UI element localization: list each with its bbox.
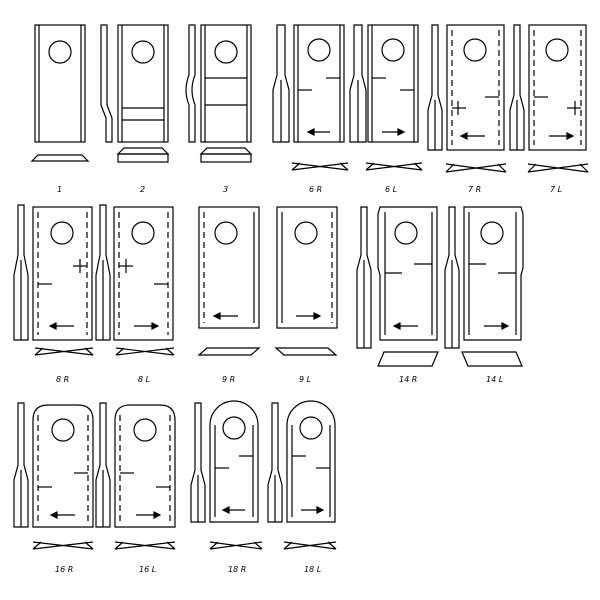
blade-label-16R: 16 R: [55, 565, 73, 574]
blade-8R: 8 R: [13, 204, 94, 384]
blade-16R: 16 R: [13, 402, 94, 574]
blade-6R: 6 R: [272, 24, 349, 194]
blade-14L: 14 L: [444, 206, 524, 384]
blade-3: 3: [185, 24, 253, 194]
blade-label-16L: 16 L: [139, 565, 156, 574]
blade-9R: 9 R: [197, 206, 261, 384]
blade-label-9L: 9 L: [299, 375, 311, 384]
blade-label-9R: 9 R: [222, 375, 235, 384]
blade-2: 2: [100, 24, 170, 194]
blade-label-8L: 8 L: [138, 375, 150, 384]
blade-6L: 6 L: [349, 24, 423, 194]
blade-label-3: 3: [223, 185, 228, 194]
blade-18L: 18 L: [267, 400, 337, 574]
blade-label-1: 1: [57, 185, 62, 194]
blade-14R: 14 R: [356, 206, 439, 384]
blade-9L: 9 L: [274, 206, 338, 384]
blade-1: 1: [30, 24, 90, 194]
blade-label-7L: 7 L: [550, 185, 562, 194]
blade-7L: 7 L: [509, 24, 589, 194]
blade-label-18R: 18 R: [228, 565, 246, 574]
blade-label-8R: 8 R: [56, 375, 69, 384]
blade-7R: 7 R: [427, 24, 507, 194]
blade-label-6L: 6 L: [385, 185, 397, 194]
blade-label-14L: 14 L: [486, 375, 503, 384]
blade-16L: 16 L: [95, 402, 176, 574]
blade-label-18L: 18 L: [304, 565, 321, 574]
blade-8L: 8 L: [95, 204, 175, 384]
blade-18R: 18 R: [190, 400, 263, 574]
blade-label-7R: 7 R: [468, 185, 481, 194]
blade-label-6R: 6 R: [309, 185, 322, 194]
blade-label-14R: 14 R: [399, 375, 417, 384]
blade-label-2: 2: [140, 185, 145, 194]
